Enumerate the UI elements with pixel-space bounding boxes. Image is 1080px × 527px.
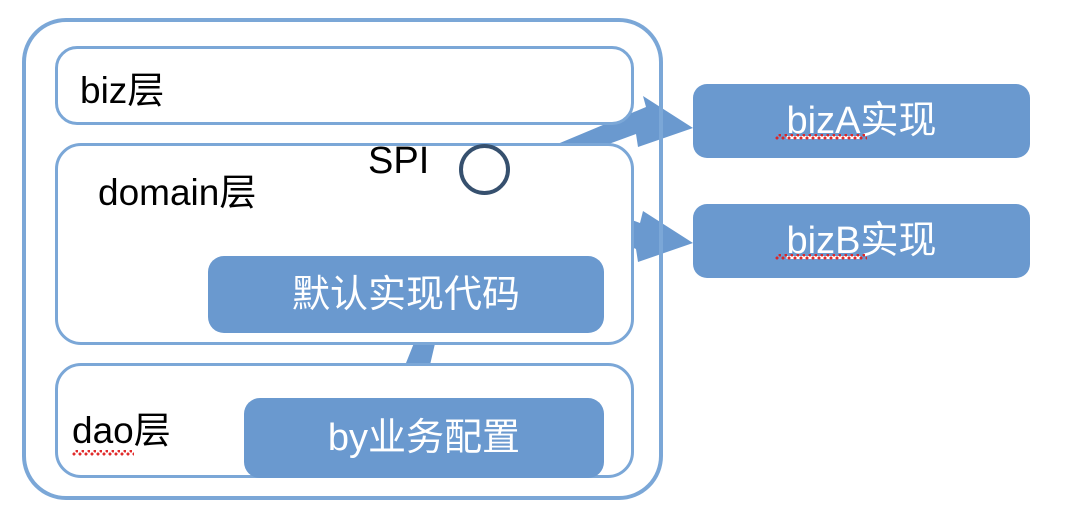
layer-label-biz: biz层 (80, 70, 165, 111)
box-bizb-impl-latin: bizB (786, 220, 861, 262)
layer-box-biz[interactable] (55, 46, 634, 125)
box-business-config[interactable]: by业务配置 (244, 398, 604, 478)
box-bizb-impl[interactable]: bizB实现 (693, 204, 1030, 278)
box-bizb-impl-cjk: 实现 (860, 220, 937, 262)
box-business-config-label: by业务配置 (327, 417, 521, 459)
layer-label-domain: domain层 (98, 172, 257, 213)
spellcheck-underline-bizb (775, 254, 867, 260)
layer-label-dao: dao层 (72, 410, 171, 451)
box-default-impl[interactable]: 默认实现代码 (208, 256, 604, 333)
spi-label: SPI (368, 140, 430, 182)
box-biza-impl-latin: bizA (786, 100, 861, 142)
box-biza-impl-cjk: 实现 (860, 100, 937, 142)
application-layers-container (22, 18, 663, 500)
box-biza-impl-label: bizA实现 (787, 102, 937, 140)
spellcheck-underline-biza (775, 134, 867, 140)
box-bizb-impl-label: bizB实现 (787, 222, 937, 260)
spi-circle-icon[interactable] (459, 144, 510, 195)
spellcheck-underline-dao (72, 450, 134, 456)
box-biza-impl[interactable]: bizA实现 (693, 84, 1030, 158)
box-default-impl-label: 默认实现代码 (291, 273, 520, 316)
